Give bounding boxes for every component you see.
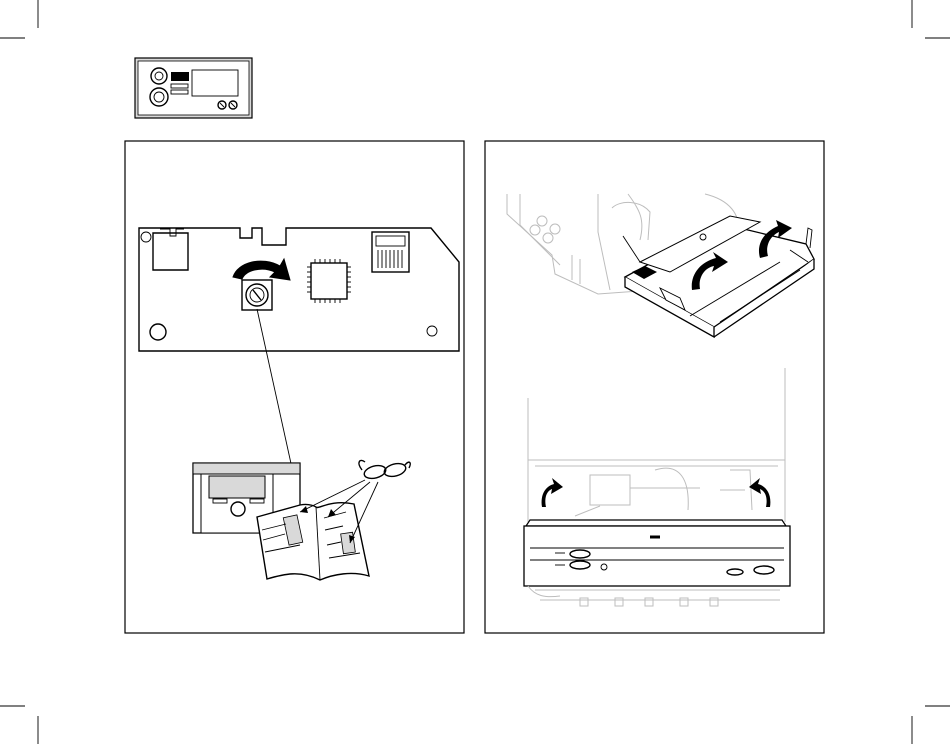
boiler-control-panel [524, 520, 790, 597]
controller-panel-icon [135, 58, 252, 118]
left-panel [125, 141, 464, 633]
right-panel [485, 141, 824, 633]
